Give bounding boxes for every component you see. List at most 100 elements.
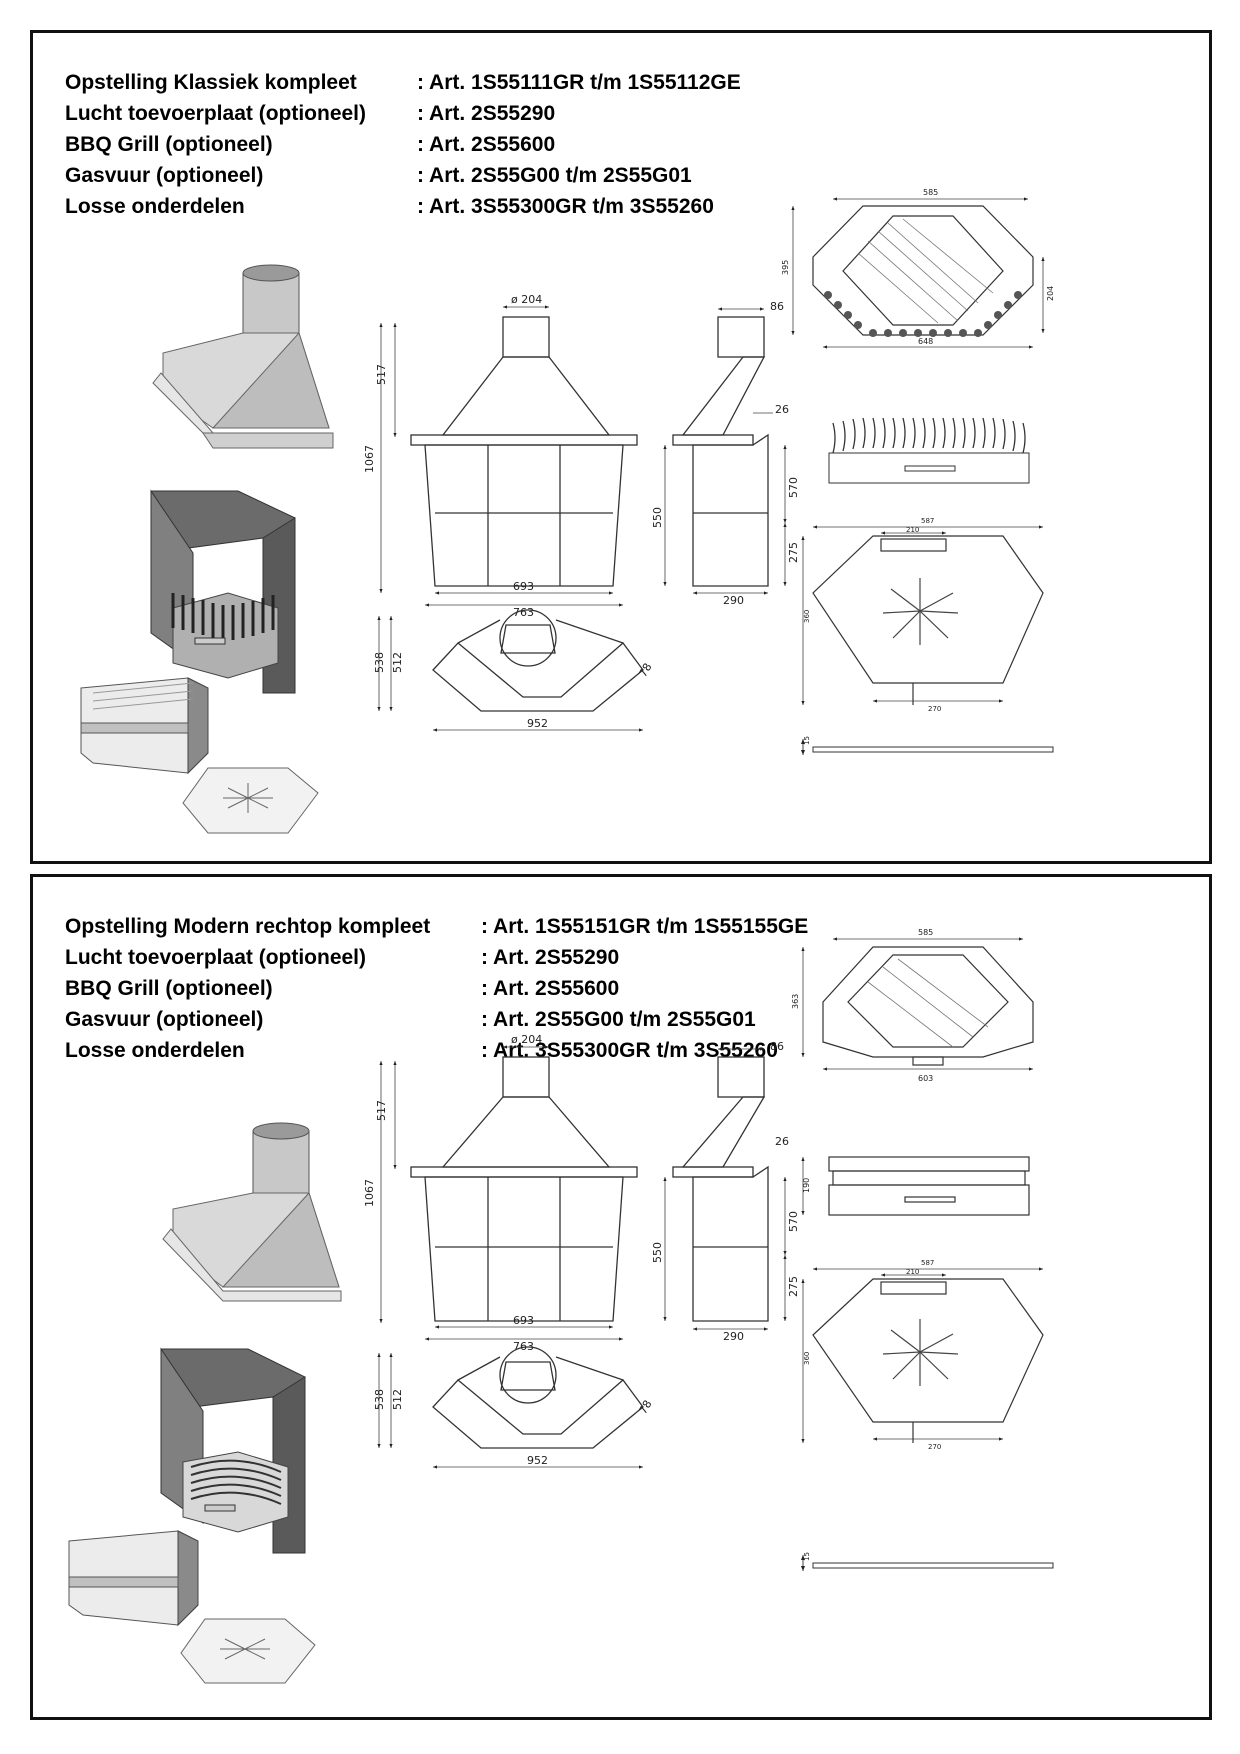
- dim-hood-height: 517: [375, 1100, 388, 1121]
- dim-plan-inner: 512: [391, 1389, 404, 1410]
- dim-flue-depth: 86: [770, 1040, 784, 1053]
- render-chimney-hood: [162, 1122, 342, 1302]
- render-firebox: [150, 489, 296, 694]
- dim-plate-bottom: 270: [928, 705, 941, 713]
- dim-lower-height: 275: [787, 542, 800, 563]
- spec-value: : Art. 2S55290: [481, 945, 620, 969]
- grill-side-view: [828, 417, 1030, 484]
- air-plate-top-view: [812, 535, 1044, 705]
- dim-grill-right: 204: [1046, 286, 1055, 301]
- grill-top-view: [812, 205, 1034, 336]
- spec-value: : Art. 1S55151GR t/m 1S55155GE: [481, 914, 809, 938]
- air-plate-side-view: [801, 739, 1054, 755]
- render-bbq-grill: [68, 1530, 199, 1627]
- front-elevation: [410, 316, 638, 587]
- dim-outer-width: 763: [513, 606, 534, 619]
- dim-grill-top-width: 585: [918, 928, 933, 937]
- spec-row: Losse onderdelen : Art. 3S55300GR t/m 3S5…: [65, 191, 741, 222]
- panel-modern: Opstelling Modern rechtop kompleet: Art.…: [30, 874, 1212, 1720]
- dim-plate-depth: 360: [803, 1352, 811, 1365]
- technical-drawing: ø 204 517 1067 693 763 86 26 550 570 275: [68, 928, 1054, 1684]
- spec-label: Gasvuur (optioneel): [65, 1007, 264, 1031]
- side-dimensions: [663, 307, 787, 595]
- grill-top-dimensions: [801, 937, 1033, 1071]
- dim-lower-height: 275: [787, 1276, 800, 1297]
- spec-row: Lucht toevoerplaat (optioneel) : Art. 2S5…: [65, 98, 741, 129]
- spec-value: : Art. 2S55290: [417, 101, 556, 125]
- air-plate-side-view: [801, 1555, 1054, 1571]
- spec-label: Opstelling Klassiek kompleet: [65, 70, 357, 94]
- spec-row: Gasvuur (optioneel) : Art. 2S55G00 t/m 2S…: [65, 160, 741, 191]
- grill-bars: [824, 291, 1022, 337]
- render-air-plate: [182, 767, 319, 834]
- spec-value: : Art. 2S55600: [481, 976, 620, 1000]
- plan-dim-labels: 538 512 952 78: [373, 652, 655, 730]
- dim-plan-wall: 78: [636, 1398, 654, 1417]
- grill-top-dim-labels: 585 395 204 648: [781, 188, 1055, 346]
- dim-plate-top: 210: [906, 1268, 919, 1276]
- spec-list: Opstelling Modern rechtop kompleet: Art.…: [65, 911, 808, 1066]
- dim-shelf: 26: [775, 1135, 789, 1148]
- panel-klassiek: Opstelling Klassiek kompleet: Art. 1S551…: [30, 30, 1212, 864]
- dim-plate-width: 587: [921, 517, 934, 525]
- spec-label: Lucht toevoerplaat (optioneel): [65, 101, 367, 125]
- air-plate-top-view: [812, 1278, 1044, 1443]
- grill-top-dimensions: [791, 197, 1045, 349]
- dim-plate-thickness: 15: [803, 736, 811, 745]
- dim-plan-inner: 512: [391, 652, 404, 673]
- dim-grill-depth: 395: [781, 260, 790, 275]
- dim-flue-diameter: ø 204: [511, 1033, 542, 1046]
- front-dimensions: [379, 1045, 623, 1341]
- dim-flue-diameter: ø 204: [511, 293, 542, 306]
- spec-value: : Art. 3S55300GR t/m 3S55260: [417, 194, 714, 218]
- side-elevation: [672, 1056, 769, 1322]
- spec-value: : Art. 2S55600: [417, 132, 556, 156]
- spec-row: BBQ Grill (optioneel): Art. 2S55600: [65, 973, 808, 1004]
- spec-value: : Art. 2S55G00 t/m 2S55G01: [417, 163, 692, 187]
- dim-grill-bottom-width: 648: [918, 337, 933, 346]
- spec-label: Losse onderdelen: [65, 1038, 245, 1062]
- spec-label: BBQ Grill (optioneel): [65, 132, 273, 156]
- render-bbq-grill: [80, 677, 209, 775]
- spec-label: Lucht toevoerplaat (optioneel): [65, 945, 367, 969]
- air-plate-dimensions: [801, 525, 1043, 705]
- dim-side-depth: 290: [723, 594, 744, 607]
- front-dimensions: [379, 305, 623, 607]
- grill-top-dim-labels: 585 363 603: [791, 928, 933, 1083]
- air-plate-dim-labels: 587 210 360 270: [803, 517, 941, 713]
- technical-drawing: ø 204 517 1067 693 763 86 26 550 570: [80, 188, 1055, 834]
- dim-shelf: 26: [775, 403, 789, 416]
- dim-grill-side-height: 190: [802, 1178, 811, 1193]
- dim-base-height: 550: [651, 1242, 664, 1263]
- front-elevation: [410, 1056, 638, 1322]
- plan-dimensions: [377, 1353, 643, 1469]
- front-dim-labels: ø 204 517 1067 693 763: [363, 293, 542, 619]
- dim-plate-top: 210: [906, 526, 919, 534]
- spec-row: Gasvuur (optioneel): Art. 2S55G00 t/m 2S…: [65, 1004, 808, 1035]
- dim-side-height: 570: [787, 1211, 800, 1232]
- dim-grill-top-width: 585: [923, 188, 938, 197]
- spec-row: BBQ Grill (optioneel) : Art. 2S55600: [65, 129, 741, 160]
- spec-label: Losse onderdelen: [65, 194, 245, 218]
- dim-plate-depth: 360: [803, 610, 811, 623]
- dim-grill-depth: 363: [791, 994, 800, 1009]
- render-firebox: [160, 1347, 306, 1554]
- spec-label: Gasvuur (optioneel): [65, 163, 264, 187]
- spec-row: Opstelling Klassiek kompleet: Art. 1S551…: [65, 67, 741, 98]
- side-dim-labels: 86 26 550 570 275 290: [651, 300, 800, 607]
- side-dim-labels: 86 26 550 570 275 290: [651, 1040, 800, 1343]
- plan-dim-labels: 538 512 952 78: [373, 1389, 655, 1467]
- grill-side-view: [801, 1156, 1030, 1216]
- front-dim-labels: ø 204 517 1067 693 763: [363, 1033, 542, 1353]
- air-plate-dimensions: [801, 1267, 1043, 1443]
- side-dimensions: [663, 1047, 787, 1331]
- plan-view: [432, 1346, 644, 1449]
- dim-plan-width: 952: [527, 1454, 548, 1467]
- dim-inner-width: 693: [513, 1314, 534, 1327]
- plan-dimensions: [377, 616, 643, 732]
- dim-base-height: 550: [651, 507, 664, 528]
- dim-total-height: 1067: [363, 445, 376, 473]
- dim-hood-height: 517: [375, 364, 388, 385]
- dim-plate-width: 587: [921, 1259, 934, 1267]
- render-air-plate: [180, 1618, 316, 1684]
